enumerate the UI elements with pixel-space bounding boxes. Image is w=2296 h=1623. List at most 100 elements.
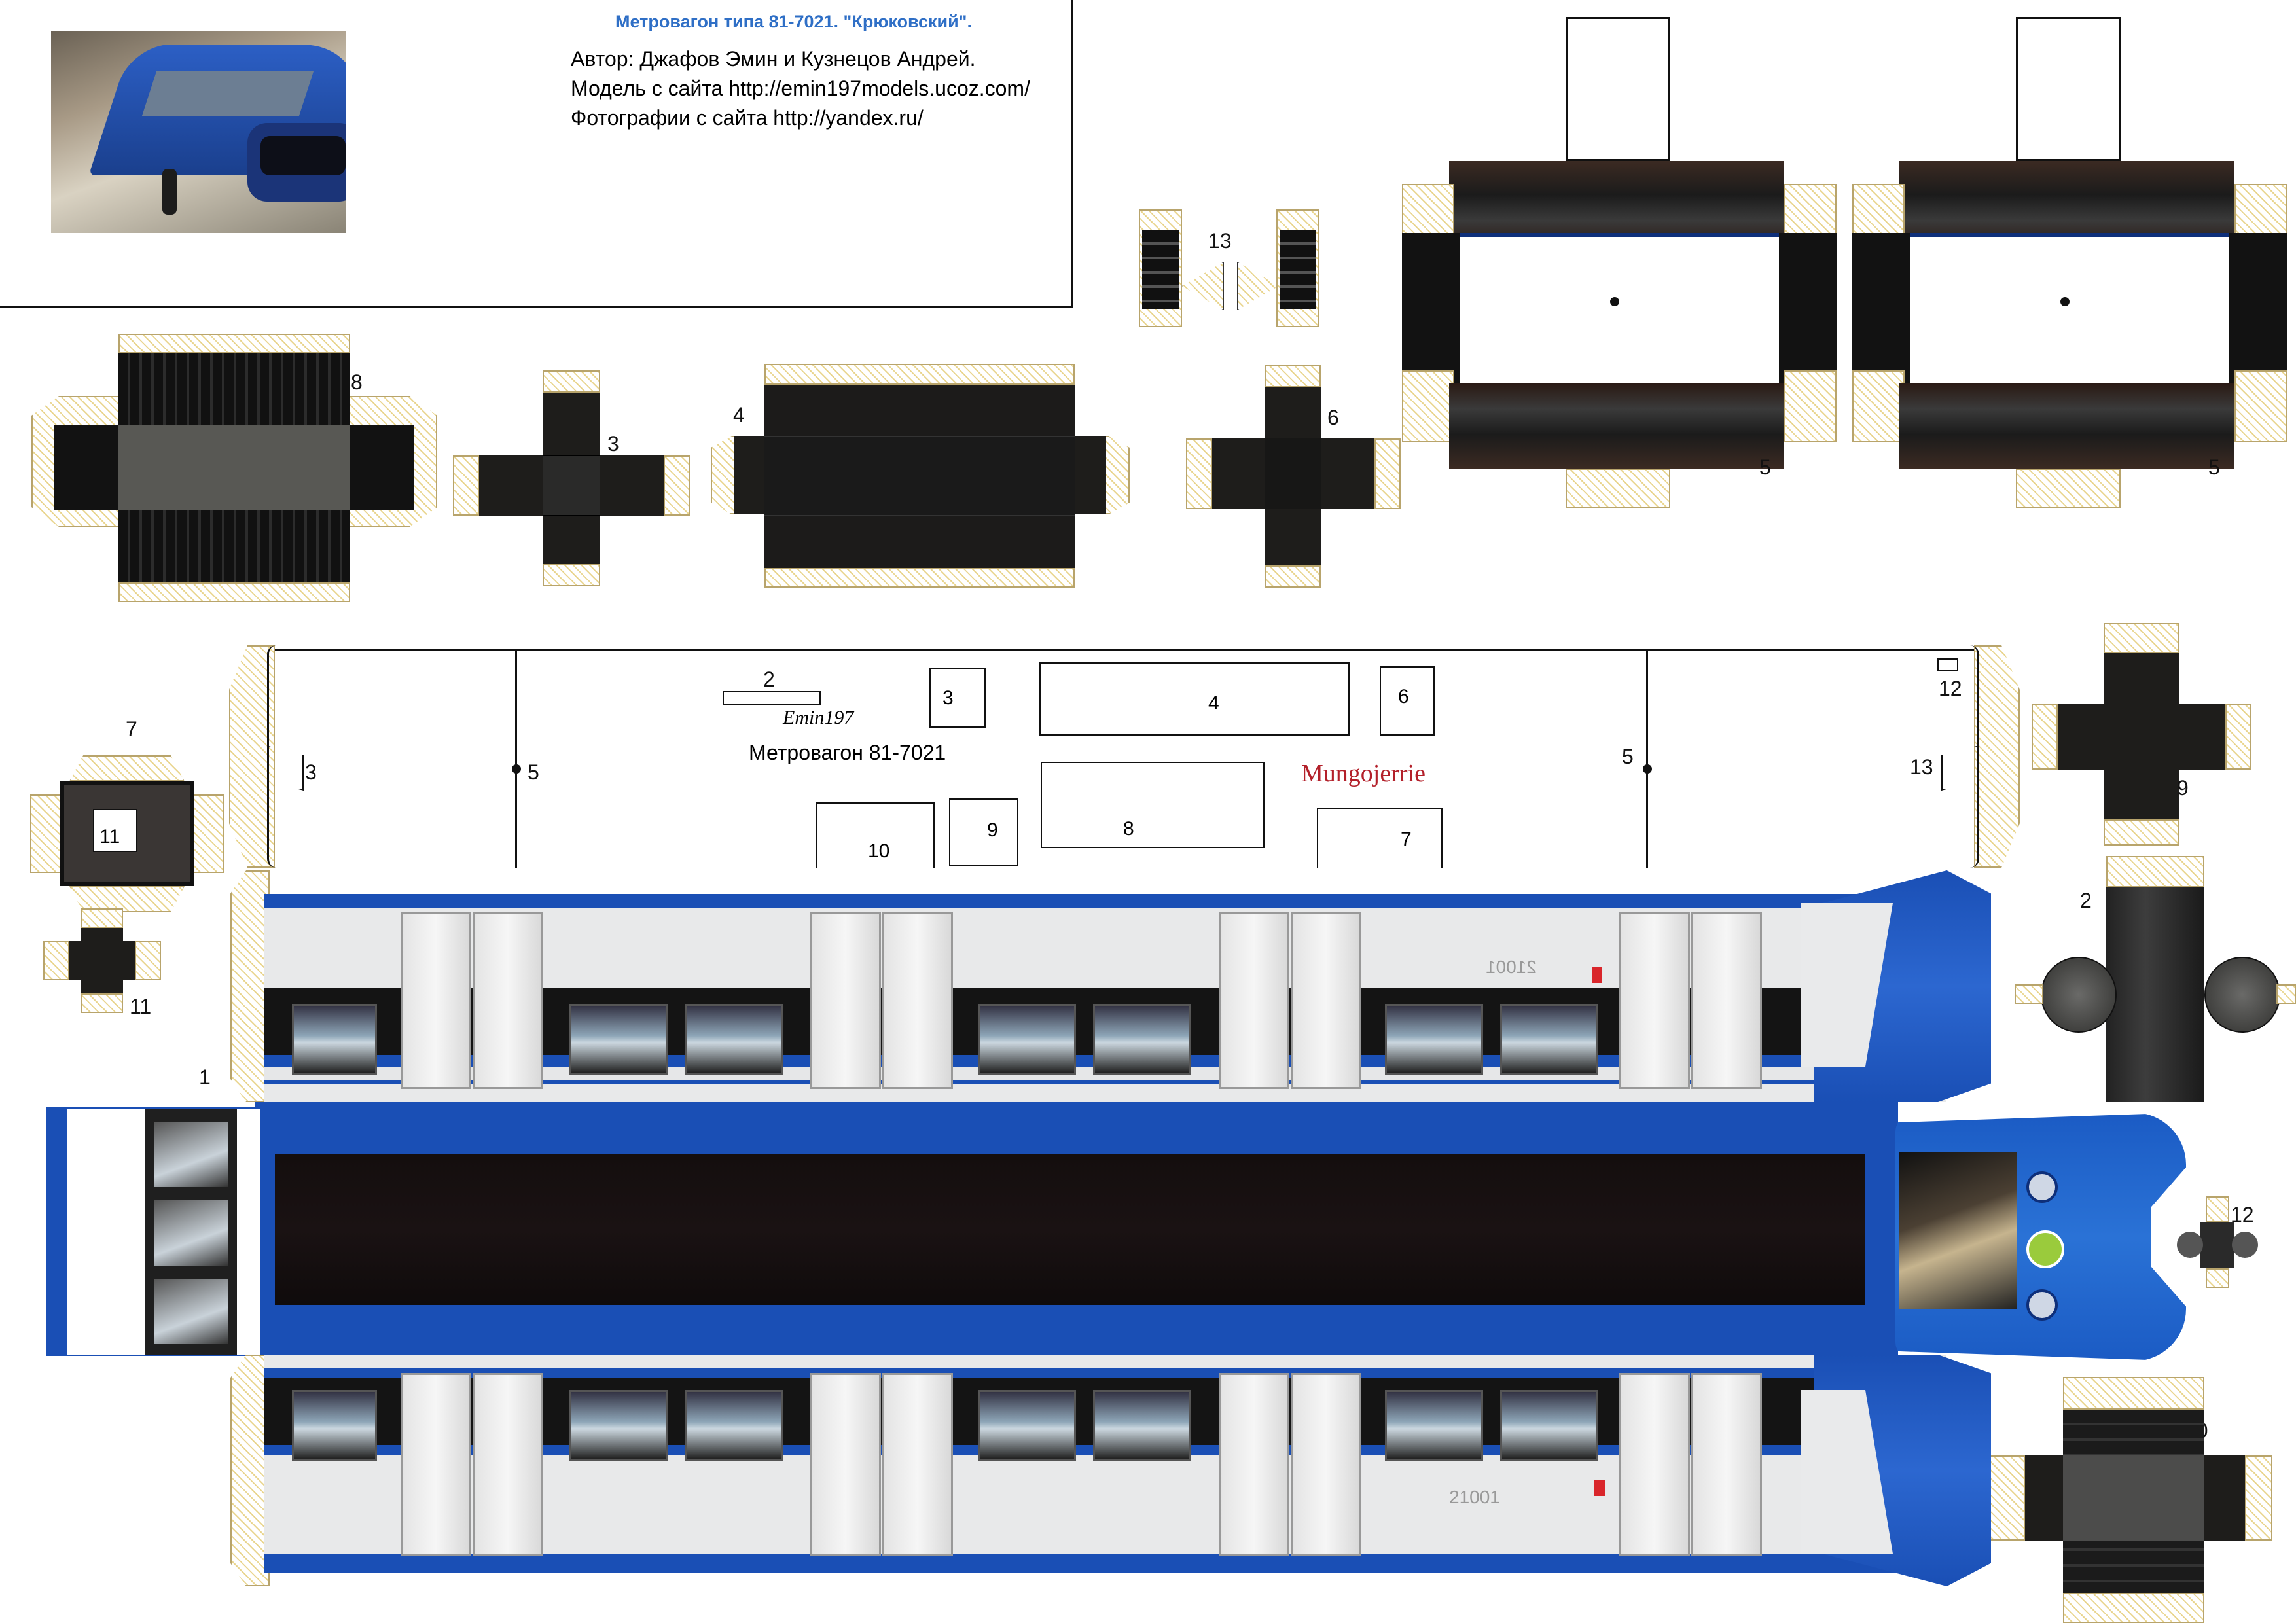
- part-3-number: 3: [607, 432, 619, 455]
- red-marker-upper: [1592, 967, 1602, 983]
- part-13-piece-left-face: [1142, 230, 1179, 309]
- base-part-12-box: [1937, 658, 1958, 671]
- part-13-number: 13: [1208, 229, 1232, 253]
- window-lower-5: [1093, 1390, 1191, 1461]
- part-13-wedge-left: [1182, 262, 1224, 310]
- roof-end-left: [46, 1107, 262, 1356]
- model-name: Метровагон 81-7021: [749, 741, 946, 764]
- model-source-line: Модель с сайта http://emin197models.ucoz…: [571, 77, 1030, 100]
- window-upper-2: [569, 1004, 668, 1075]
- part-9: [2032, 623, 2251, 846]
- brand-logo: Mungojerrie: [1301, 760, 1426, 787]
- window-upper-5: [1093, 1004, 1191, 1075]
- door-lower-2: [473, 1373, 543, 1556]
- base-part-3-left: 3: [305, 760, 317, 784]
- cab-front: [1895, 1113, 2186, 1361]
- base-part-4-label: 4: [1208, 692, 1219, 714]
- door-upper-7: [1619, 912, 1690, 1089]
- door-lower-6: [1291, 1373, 1361, 1556]
- part-9-number: 9: [2177, 776, 2189, 800]
- bogie-line-right: [1646, 649, 1648, 868]
- base-part-7-label: 7: [1401, 829, 1412, 850]
- part-12: [2177, 1196, 2262, 1288]
- door-lower-5: [1219, 1373, 1289, 1556]
- car-number-upper: 21001: [1486, 957, 1537, 977]
- part-5-number-left: 5: [1759, 455, 1771, 479]
- part-2-wheel-left: [2041, 957, 2117, 1033]
- bogie-sheet-right: [1852, 17, 2287, 508]
- door-upper-5: [1219, 912, 1289, 1089]
- part-7-number: 7: [126, 717, 137, 741]
- part-4: [711, 364, 1130, 588]
- window-lower-3: [685, 1390, 783, 1461]
- bogie-center-left: [512, 764, 521, 774]
- base-part-3-box: [929, 668, 986, 728]
- part-5-number-right: 5: [2208, 455, 2220, 479]
- base-part-6-box: [1380, 666, 1435, 736]
- part-6-number: 6: [1327, 406, 1339, 429]
- signature: Emin197: [783, 707, 854, 728]
- part-1-number: 1: [199, 1065, 211, 1089]
- part-3: [453, 370, 690, 586]
- base-part-3-label: 3: [942, 687, 954, 709]
- base-part-10-label: 10: [868, 840, 890, 862]
- part-11-number: 11: [130, 995, 152, 1018]
- train-photo: [51, 31, 346, 233]
- door-upper-1: [401, 912, 471, 1089]
- base-part-5-right: 5: [1622, 745, 1634, 768]
- base-part-12: 12: [1939, 677, 1962, 700]
- red-marker-lower: [1594, 1480, 1605, 1496]
- window-upper-3: [685, 1004, 783, 1075]
- bogie-center-right: [1643, 764, 1652, 774]
- bogie-line-left: [515, 649, 517, 868]
- window-upper-6: [1385, 1004, 1483, 1075]
- part-2-wheel-right: [2204, 957, 2280, 1033]
- photo-source-line: Фотографии с сайта http://yandex.ru/: [571, 106, 924, 130]
- door-upper-8: [1691, 912, 1762, 1089]
- window-upper-7: [1500, 1004, 1598, 1075]
- part-4-number: 4: [733, 403, 745, 427]
- door-lower-7: [1619, 1373, 1690, 1556]
- part-6: [1186, 365, 1401, 588]
- part-13-piece-right-face: [1280, 230, 1316, 309]
- part-13-wedge-right: [1237, 262, 1279, 310]
- door-upper-3: [810, 912, 881, 1089]
- base-part-9-label: 9: [987, 819, 998, 841]
- part-7-label-11: 11: [99, 826, 120, 847]
- base-part-8-label: 8: [1123, 818, 1134, 840]
- part-11-small: [43, 908, 161, 1013]
- sheet-title: Метровагон типа 81-7021. "Крюковский".: [615, 12, 972, 31]
- base-part-9-box: [949, 798, 1018, 866]
- window-upper-1: [292, 1004, 377, 1075]
- door-upper-4: [882, 912, 953, 1089]
- part-7: [30, 755, 224, 912]
- base-part-4-box: [1039, 662, 1350, 736]
- base-part-5-left: 5: [528, 760, 539, 784]
- base-part-10-box: [816, 802, 935, 868]
- window-lower-2: [569, 1390, 668, 1461]
- window-lower-1: [292, 1390, 377, 1461]
- base-part-2-box: [723, 691, 821, 705]
- door-upper-2: [473, 912, 543, 1089]
- author-line: Автор: Джафов Эмин и Кузнецов Андрей.: [571, 47, 976, 71]
- part-2-number: 2: [2080, 889, 2092, 912]
- door-upper-6: [1291, 912, 1361, 1089]
- part-8-number: 8: [351, 370, 363, 394]
- part-2: [2015, 856, 2296, 1102]
- header-block: [0, 0, 1073, 308]
- window-lower-4: [978, 1390, 1076, 1461]
- window-upper-4: [978, 1004, 1076, 1075]
- base-part-2: 2: [763, 668, 775, 691]
- bogie-sheet-left: [1402, 17, 1837, 508]
- door-lower-3: [810, 1373, 881, 1556]
- car-number-lower: 21001: [1449, 1487, 1500, 1507]
- base-part-13: 13: [1910, 755, 1933, 779]
- door-lower-8: [1691, 1373, 1762, 1556]
- window-lower-6: [1385, 1390, 1483, 1461]
- base-part-6-label: 6: [1398, 686, 1409, 707]
- door-lower-4: [882, 1373, 953, 1556]
- base-part-7-box: [1317, 808, 1443, 868]
- base-part-8-box: [1041, 762, 1265, 848]
- part-10: [1984, 1377, 2272, 1623]
- window-lower-7: [1500, 1390, 1598, 1461]
